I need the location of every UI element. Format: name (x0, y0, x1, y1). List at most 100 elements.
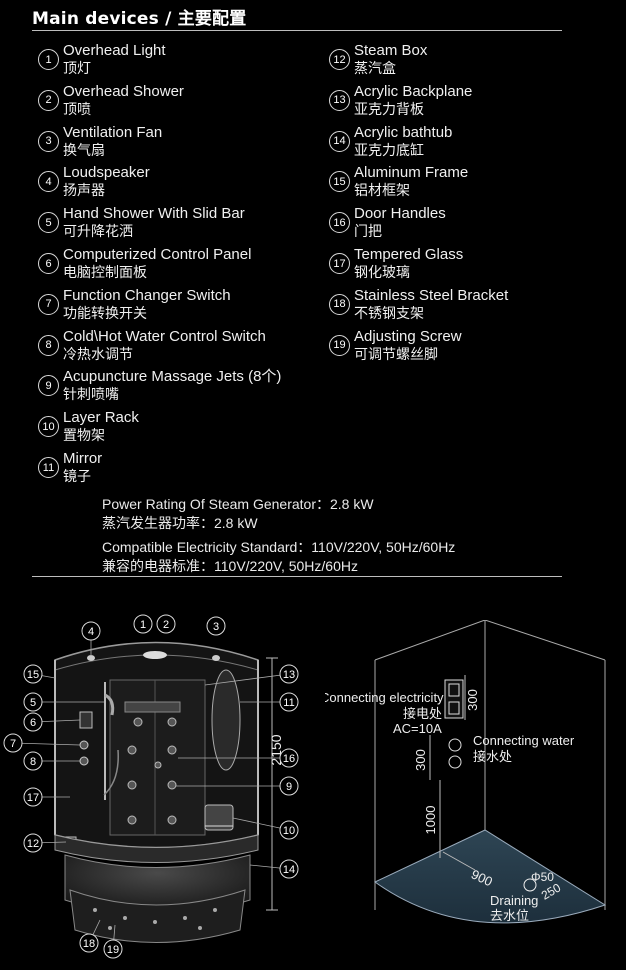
item-name-en: Computerized Control Panel (63, 246, 252, 263)
item-number: 18 (329, 293, 350, 315)
callout-number-5: 5 (30, 697, 36, 709)
callout-number-1: 1 (140, 619, 146, 631)
item-number: 11 (38, 457, 59, 478)
callout-number-16: 16 (283, 753, 295, 765)
callout-circle-2 (156, 614, 176, 634)
spec-elec-en: Compatible Electricity Standard：110V/220… (102, 539, 456, 555)
callout-leader-7 (12, 742, 81, 746)
item-name-en: Layer Rack (63, 409, 139, 427)
label-electricity-en: Connecting electricity (325, 690, 444, 705)
item-number: 12 (329, 49, 350, 70)
item-name-en: Overhead Shower (63, 82, 184, 100)
item-name-en: Hand Shower With Slid Bar (63, 205, 245, 223)
item-label: Acupuncture Massage Jets (8个)针刺喷嘴 (63, 368, 281, 404)
item-name-en: Function Changer Switch (63, 286, 231, 304)
item-label: Computerized Control Panel 电脑控制面板 (63, 246, 251, 282)
item-name-en: Tempered Glass (354, 246, 464, 263)
callout-circle-7 (3, 733, 23, 753)
item-name-zh: 蒸汽盒 (354, 61, 396, 77)
item-name-en: Aluminum Frame (354, 164, 469, 182)
dim-50: Φ50 (531, 870, 554, 884)
label-drain-en: Draining (490, 893, 538, 908)
item-name-zh: 冷热水调节 (63, 346, 133, 363)
callout-leader-10 (232, 817, 290, 831)
item-name-zh: 镜子 (63, 469, 91, 485)
overhead-light (143, 651, 167, 659)
item-name-en: Mirror (63, 450, 103, 467)
callout-circle-17 (23, 787, 43, 807)
callout-circle-11 (279, 692, 299, 712)
shower-floor (374, 829, 607, 924)
callout-number-2: 2 (163, 619, 169, 631)
item-name-zh: 顶喷 (63, 101, 91, 118)
item-number: 3 (38, 130, 59, 152)
item-name-zh: 亚克力背板 (354, 101, 424, 118)
callout-number-11: 11 (283, 697, 294, 709)
spec-elec-zh: 兼容的电器标准：110V/220V, 50Hz/60Hz (102, 558, 358, 574)
callout-circle-6 (23, 712, 43, 732)
item-name-en: Stainless Steel Bracket (354, 286, 509, 304)
item-name-zh: 功能转换开关 (63, 305, 147, 322)
item-number: 17 (329, 253, 350, 274)
item-name-zh: 电脑控制面板 (63, 265, 147, 281)
callout-number-12: 12 (27, 838, 39, 850)
item-name-en: Acrylic bathtub (354, 123, 453, 141)
installation-diagram: 300 300 1000 900 250 Φ50 Connecting elec… (325, 620, 607, 924)
callout-circle-8 (23, 751, 43, 771)
water-inlet (448, 738, 462, 752)
label-water-zh: 接水处 (473, 749, 512, 764)
item-name-zh: 亚克力底缸 (354, 142, 424, 159)
callout-number-13: 13 (283, 669, 295, 681)
callout-circle-3 (206, 616, 226, 636)
control-panel (79, 711, 93, 729)
drain (523, 878, 537, 892)
callout-number-6: 6 (30, 717, 36, 729)
top-divider (32, 30, 562, 31)
bottom-divider (32, 576, 562, 577)
dim-300-side: 300 (413, 749, 428, 771)
item-number: 16 (329, 212, 350, 234)
item-number: 5 (38, 212, 59, 234)
item-name-en: Overhead Light (63, 42, 166, 59)
callout-number-8: 8 (30, 756, 36, 768)
item-name-en: Adjusting Screw (354, 327, 462, 345)
callout-circle-18 (79, 933, 99, 953)
callout-number-17: 17 (27, 792, 39, 804)
item-number: 2 (38, 89, 59, 111)
mirror (211, 669, 241, 771)
callout-circle-5 (23, 692, 43, 712)
callout-number-14: 14 (283, 864, 295, 876)
dim-1000: 1000 (423, 806, 438, 835)
item-name-zh: 置物架 (63, 428, 105, 445)
callout-number-15: 15 (27, 669, 39, 681)
callout-circle-16 (279, 748, 299, 768)
item-name-en: Cold\Hot Water Control Switch (63, 327, 266, 345)
item-name-zh: 可升降花洒 (63, 224, 133, 241)
callout-number-19: 19 (107, 944, 119, 956)
item-name-en: Acupuncture Massage Jets (8个) (63, 368, 282, 386)
